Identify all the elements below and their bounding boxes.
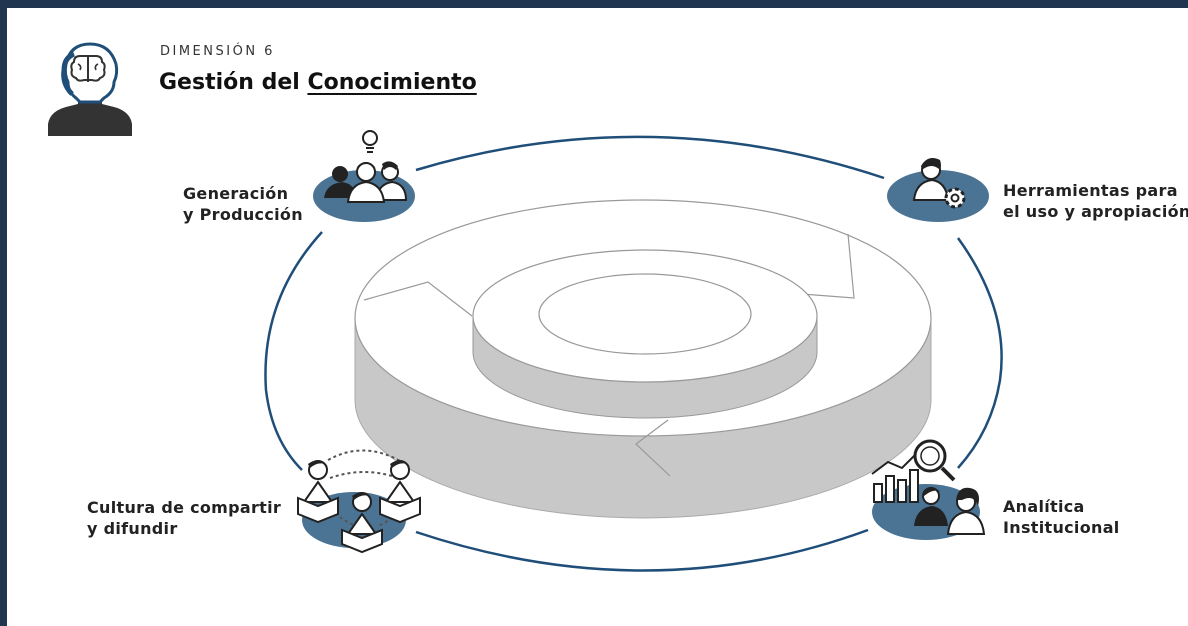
person-gear-icon: [912, 158, 966, 209]
label-generacion: Generación y Producción: [183, 183, 303, 225]
top-border: [0, 0, 1188, 8]
label-herramientas-line1: Herramientas para: [1003, 181, 1178, 200]
label-herramientas-line2: el uso y apropiación: [1003, 202, 1188, 221]
label-cultura: Cultura de compartir y difundir: [87, 497, 281, 539]
inner-disk: [472, 249, 818, 419]
label-herramientas: Herramientas para el uso y apropiación: [1003, 180, 1188, 222]
people-sharing-icon: [297, 449, 421, 554]
label-analitica-line2: Institucional: [1003, 518, 1120, 537]
node-herramientas: [887, 158, 989, 222]
left-border: [0, 0, 7, 626]
title-part-1: Gestión del: [159, 70, 308, 95]
label-generacion-line1: Generación: [183, 184, 289, 203]
dimension-label: DIMENSIÓN 6: [160, 44, 275, 59]
outer-ring: [264, 135, 1003, 572]
team-idea-icon: [324, 161, 408, 203]
label-analitica-line1: Analítica: [1003, 497, 1085, 516]
node-generacion: [313, 130, 415, 222]
node-cultura: [297, 449, 421, 554]
analytics-people-icon: [871, 439, 986, 535]
label-generacion-line2: y Producción: [183, 205, 303, 224]
page-title: Gestión del Conocimiento: [159, 70, 477, 95]
label-cultura-line2: y difundir: [87, 519, 178, 538]
node-analitica: [871, 439, 986, 540]
label-cultura-line1: Cultura de compartir: [87, 498, 282, 517]
brain-head-icon: [48, 42, 132, 136]
title-part-2: Conocimiento: [307, 70, 477, 95]
lightbulb-icon: [362, 130, 378, 153]
label-analitica: Analítica Institucional: [1003, 496, 1120, 538]
